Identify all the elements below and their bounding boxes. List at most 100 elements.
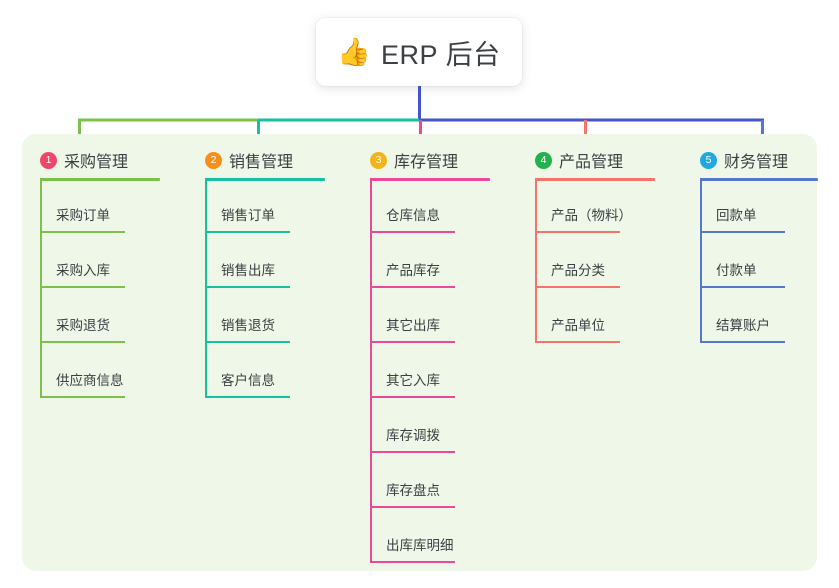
leaf-item-rule: [370, 506, 455, 508]
leaf-item[interactable]: 回款单: [700, 178, 817, 233]
leaf-item-rule: [40, 286, 125, 288]
leaf-item-rule: [535, 341, 620, 343]
leaf-item-rule: [205, 231, 290, 233]
branch-header-rule-3: [370, 178, 490, 181]
branch-badge-3: 3: [370, 151, 387, 169]
branch-header-4[interactable]: 4 产品管理: [535, 134, 682, 178]
branch-title-3: 库存管理: [394, 154, 459, 171]
leaf-item[interactable]: 采购入库: [40, 233, 187, 288]
branch-header-rule-2: [205, 178, 325, 181]
branch-header-2[interactable]: 2 销售管理: [205, 134, 352, 178]
leaf-item[interactable]: 销售退货: [205, 288, 352, 343]
branch-items-3: 仓库信息产品库存其它出库其它入库库存调拨库存盘点出库库明细: [370, 178, 517, 563]
leaf-item[interactable]: 库存调拨: [370, 398, 517, 453]
branch-spine-2: [205, 178, 207, 398]
leaf-item-label: 结算账户: [716, 318, 770, 333]
branch-items-2: 销售订单销售出库销售退货客户信息: [205, 178, 352, 398]
leaf-item-label: 销售出库: [221, 263, 275, 278]
leaf-item-label: 产品（物料）: [551, 208, 632, 223]
leaf-item-label: 供应商信息: [56, 373, 124, 388]
leaf-item-rule: [535, 286, 620, 288]
leaf-item[interactable]: 产品（物料）: [535, 178, 682, 233]
branch-column-2: 2 销售管理销售订单销售出库销售退货客户信息: [187, 134, 352, 571]
leaf-item[interactable]: 产品库存: [370, 233, 517, 288]
leaf-item-label: 付款单: [716, 263, 757, 278]
leaf-item[interactable]: 付款单: [700, 233, 817, 288]
leaf-item-rule: [370, 451, 455, 453]
leaf-item-rule: [370, 396, 455, 398]
leaf-item[interactable]: 销售订单: [205, 178, 352, 233]
branch-spine-1: [40, 178, 42, 398]
leaf-item-rule: [700, 341, 785, 343]
thumbs-up-icon: 👍: [337, 36, 372, 67]
leaf-item-rule: [370, 561, 455, 563]
leaf-item-label: 产品分类: [551, 263, 605, 278]
leaf-item-label: 回款单: [716, 208, 757, 223]
root-node-title: ERP 后台: [381, 39, 501, 70]
leaf-item-rule: [700, 286, 785, 288]
branch-badge-2: 2: [205, 151, 222, 169]
leaf-item-rule: [40, 231, 125, 233]
leaf-item[interactable]: 产品分类: [535, 233, 682, 288]
branch-badge-4: 4: [535, 151, 552, 169]
leaf-item-label: 产品库存: [386, 263, 440, 278]
branch-title-1: 采购管理: [64, 154, 129, 171]
branch-spine-5: [700, 178, 702, 343]
leaf-item[interactable]: 出库库明细: [370, 508, 517, 563]
leaf-item-label: 其它入库: [386, 373, 440, 388]
branch-items-1: 采购订单采购入库采购退货供应商信息: [40, 178, 187, 398]
branch-column-5: 5 财务管理回款单付款单结算账户: [682, 134, 818, 571]
leaf-item-label: 采购订单: [56, 208, 110, 223]
leaf-item[interactable]: 其它入库: [370, 343, 517, 398]
branch-spine-3: [370, 178, 372, 563]
leaf-item[interactable]: 产品单位: [535, 288, 682, 343]
leaf-item[interactable]: 结算账户: [700, 288, 817, 343]
leaf-item-rule: [370, 341, 455, 343]
branch-header-3[interactable]: 3 库存管理: [370, 134, 517, 178]
branch-title-5: 财务管理: [724, 154, 789, 171]
leaf-item[interactable]: 采购退货: [40, 288, 187, 343]
leaf-item-label: 库存盘点: [386, 483, 440, 498]
root-node-card[interactable]: 👍 ERP 后台: [316, 18, 522, 86]
leaf-item-rule: [370, 231, 455, 233]
leaf-item-label: 其它出库: [386, 318, 440, 333]
leaf-item[interactable]: 库存盘点: [370, 453, 517, 508]
leaf-item[interactable]: 供应商信息: [40, 343, 187, 398]
leaf-item-rule: [40, 396, 125, 398]
leaf-item-rule: [535, 231, 620, 233]
branch-header-5[interactable]: 5 财务管理: [700, 134, 817, 178]
leaf-item-label: 库存调拨: [386, 428, 440, 443]
branch-header-rule-1: [40, 178, 160, 181]
leaf-item[interactable]: 采购订单: [40, 178, 187, 233]
leaf-item-label: 销售退货: [221, 318, 275, 333]
leaf-item-rule: [370, 286, 455, 288]
branch-header-rule-4: [535, 178, 655, 181]
branch-column-3: 3 库存管理仓库信息产品库存其它出库其它入库库存调拨库存盘点出库库明细: [352, 134, 517, 571]
branch-title-2: 销售管理: [229, 154, 294, 171]
branch-badge-5: 5: [700, 151, 717, 169]
branch-header-1[interactable]: 1 采购管理: [40, 134, 187, 178]
leaf-item-label: 仓库信息: [386, 208, 440, 223]
leaf-item-label: 客户信息: [221, 373, 275, 388]
branch-columns: 1 采购管理采购订单采购入库采购退货供应商信息 2 销售管理销售订单销售出库销售退货客…: [22, 134, 818, 571]
leaf-item-rule: [40, 341, 125, 343]
branch-spine-4: [535, 178, 537, 343]
branch-header-rule-5: [700, 178, 818, 181]
branch-badge-1: 1: [40, 151, 57, 169]
branch-column-1: 1 采购管理采购订单采购入库采购退货供应商信息: [22, 134, 187, 571]
branches-panel: [22, 134, 817, 571]
leaf-item[interactable]: 客户信息: [205, 343, 352, 398]
branch-title-4: 产品管理: [559, 154, 624, 171]
leaf-item[interactable]: 销售出库: [205, 233, 352, 288]
leaf-item[interactable]: 仓库信息: [370, 178, 517, 233]
leaf-item[interactable]: 其它出库: [370, 288, 517, 343]
branch-items-4: 产品（物料） 产品分类产品单位: [535, 178, 682, 343]
branch-items-5: 回款单付款单结算账户: [700, 178, 817, 343]
leaf-item-rule: [205, 396, 290, 398]
leaf-item-label: 产品单位: [551, 318, 605, 333]
leaf-item-label: 销售订单: [221, 208, 275, 223]
leaf-item-rule: [205, 286, 290, 288]
leaf-item-label: 采购入库: [56, 263, 110, 278]
leaf-item-rule: [205, 341, 290, 343]
